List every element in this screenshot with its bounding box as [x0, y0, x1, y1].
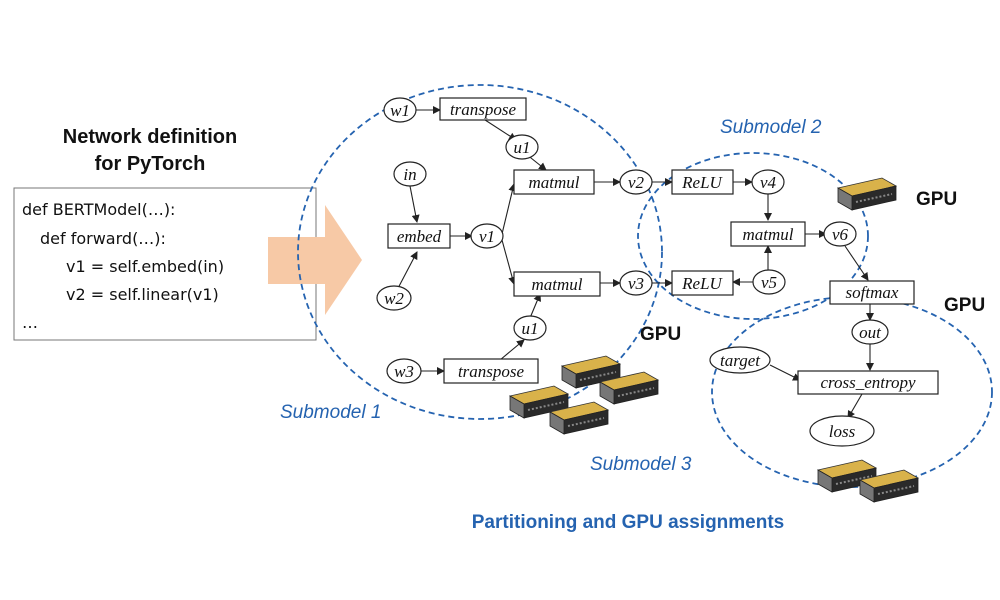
submodel-3-boundary	[711, 296, 993, 488]
network-title-line2: for PyTorch	[95, 153, 206, 175]
network-title-line1: Network definition	[63, 126, 237, 148]
node-relu-top-label: ReLU	[681, 173, 723, 192]
node-transpose-top-label: transpose	[450, 100, 517, 119]
code-line-4: v2 = self.linear(v1)	[66, 285, 219, 304]
node-matmul-bottom	[513, 271, 601, 297]
node-v4-label: v4	[760, 173, 777, 192]
node-v2-label: v2	[628, 173, 645, 192]
node-v6	[823, 221, 857, 247]
node-embed	[387, 223, 451, 249]
node-v2	[619, 169, 653, 195]
node-u1-top-label: u1	[514, 138, 531, 157]
submodel-2-boundary	[637, 152, 869, 320]
node-v5-label: v5	[761, 273, 777, 292]
code-line-3: v1 = self.embed(in)	[66, 257, 224, 276]
node-relu-bottom	[671, 270, 734, 296]
gpu-label-submodel-3: GPU	[944, 295, 985, 316]
node-target	[709, 346, 771, 374]
node-in-label: in	[403, 165, 416, 184]
node-w3-label: w3	[394, 362, 414, 381]
node-in	[393, 161, 427, 187]
node-embed-label: embed	[397, 227, 442, 246]
node-cross-entropy	[797, 370, 939, 395]
node-matmul-mid	[730, 221, 806, 247]
node-transpose-bottom	[443, 358, 539, 384]
node-softmax	[829, 280, 915, 305]
code-line-1: def BERTModel(…):	[22, 200, 175, 219]
node-w1	[383, 97, 417, 123]
node-v1-label: v1	[479, 227, 495, 246]
node-matmul-top-label: matmul	[529, 173, 580, 192]
node-transpose-top	[439, 97, 527, 121]
node-out	[851, 319, 889, 345]
gpu-label-submodel-1: GPU	[640, 324, 681, 345]
node-w2	[376, 285, 412, 311]
node-matmul-mid-label: matmul	[743, 225, 794, 244]
gpu-card-icon	[837, 177, 897, 211]
submodel-3-label: Submodel 3	[590, 454, 692, 475]
submodel-2-label: Submodel 2	[720, 117, 822, 138]
node-v3	[619, 270, 653, 296]
code-box	[13, 187, 317, 341]
node-softmax-label: softmax	[846, 283, 899, 302]
node-transpose-bottom-label: transpose	[458, 362, 525, 381]
bottom-caption: Partitioning and GPU assignments	[472, 512, 785, 533]
transform-arrow	[268, 205, 362, 315]
node-u1-bottom-label: u1	[522, 319, 539, 338]
submodel-1-label: Submodel 1	[280, 402, 381, 423]
node-v1	[470, 223, 504, 249]
submodel-1-boundary	[297, 84, 663, 420]
node-v6-label: v6	[832, 225, 849, 244]
node-w1-label: w1	[390, 101, 410, 120]
node-cross-entropy-label: cross_entropy	[820, 373, 916, 392]
node-w3	[386, 358, 422, 384]
node-loss-label: loss	[829, 422, 856, 441]
node-w2-label: w2	[384, 289, 404, 308]
code-line-2: def forward(…):	[40, 229, 166, 248]
node-v3-label: v3	[628, 274, 644, 293]
node-relu-top	[671, 169, 734, 195]
node-v4	[751, 169, 785, 195]
node-target-label: target	[720, 351, 761, 370]
gpu-label-submodel-2: GPU	[916, 189, 957, 210]
node-loss	[809, 415, 875, 447]
node-matmul-top	[513, 169, 595, 195]
node-u1-top	[505, 134, 539, 160]
node-relu-bottom-label: ReLU	[681, 274, 723, 293]
node-matmul-bottom-label: matmul	[532, 275, 583, 294]
node-u1-bottom	[513, 315, 547, 341]
node-v5	[752, 269, 786, 295]
node-out-label: out	[859, 323, 882, 342]
code-line-5: …	[22, 313, 38, 332]
